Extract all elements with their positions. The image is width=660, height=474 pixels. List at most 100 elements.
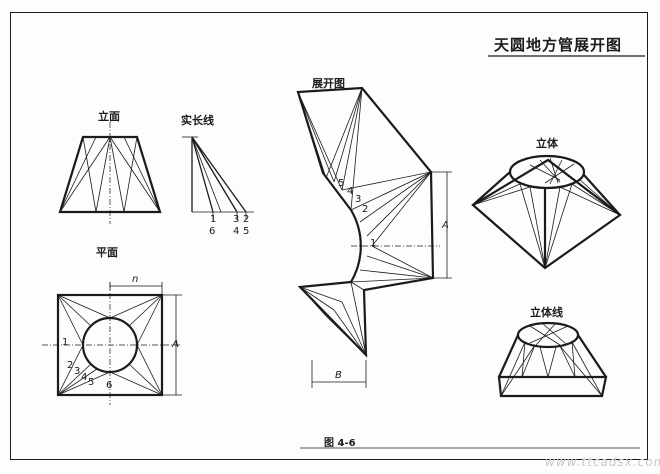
development-line xyxy=(299,286,335,311)
solid-line xyxy=(571,183,621,216)
plan-line xyxy=(57,344,84,396)
solid-lines-line xyxy=(500,344,536,397)
solid-lines-base xyxy=(497,375,608,398)
solid-lines-edge xyxy=(577,334,607,378)
solid-inner-line xyxy=(549,159,563,185)
development-line xyxy=(325,87,363,179)
plan-line xyxy=(57,294,111,319)
true-length-number: 5 xyxy=(243,226,250,237)
solid-lines-line xyxy=(571,341,603,397)
true-length-view xyxy=(182,136,254,220)
plan-line xyxy=(57,294,92,327)
solid-lines-line xyxy=(547,346,557,378)
development-outline xyxy=(296,86,435,358)
true-length-number: 6 xyxy=(209,226,216,237)
true-length-number: 4 xyxy=(233,226,240,237)
solid-line xyxy=(544,186,561,269)
plan-number: 5 xyxy=(88,377,95,388)
elevation-view xyxy=(58,122,162,224)
elevation-line xyxy=(109,136,161,213)
plan-line xyxy=(128,363,163,396)
development-line xyxy=(359,269,434,279)
development-line xyxy=(341,301,367,356)
elevation-line xyxy=(109,136,125,213)
solid-lines-line xyxy=(500,341,526,397)
solid-line xyxy=(559,186,621,216)
elevation-line xyxy=(123,136,161,213)
true-length-line xyxy=(191,136,214,213)
plan-number: 6 xyxy=(106,380,113,391)
solid-edge xyxy=(583,174,621,216)
development-number: 3 xyxy=(355,194,362,205)
solid-lines-line xyxy=(571,341,576,378)
development-line xyxy=(297,91,335,183)
development-dimension-b: B xyxy=(335,370,342,381)
development-inner-arc xyxy=(350,209,362,283)
true-length-number: 2 xyxy=(243,214,250,225)
development-line xyxy=(325,315,367,356)
true-length-line xyxy=(191,136,247,213)
solid-lines-inner xyxy=(541,322,567,345)
elevation-line xyxy=(59,136,97,213)
development-line xyxy=(297,91,343,191)
drawing-title: 天圆地方管展开图 xyxy=(494,36,623,54)
solid-lines-line xyxy=(539,346,549,378)
solid-view xyxy=(471,154,622,270)
development-line xyxy=(350,277,434,283)
solid-lines-inner xyxy=(529,325,569,344)
development-line xyxy=(359,171,432,223)
solid-lines-line xyxy=(559,345,603,397)
solid-lines-edge xyxy=(497,334,520,378)
solid-lines-line xyxy=(521,344,536,378)
plan-dimension-n: n xyxy=(132,274,139,285)
plan-line xyxy=(57,371,111,396)
solid-inner-line xyxy=(549,157,559,184)
plan-number: 1 xyxy=(62,337,69,348)
development-label: 展开图 xyxy=(312,77,345,90)
development-number: 1 xyxy=(370,238,377,249)
solid-inner-line xyxy=(529,164,561,181)
plan-number: 3 xyxy=(74,366,81,377)
development-line xyxy=(333,87,363,183)
plan-line xyxy=(109,294,163,319)
development-line xyxy=(366,171,432,237)
solid-base-outline xyxy=(471,158,622,270)
solid-line xyxy=(579,179,621,216)
solid-line xyxy=(472,179,516,206)
development-line xyxy=(333,309,367,356)
plan-line xyxy=(57,294,84,346)
development-line xyxy=(350,87,363,211)
solid-lines-label: 立体线 xyxy=(530,306,563,319)
development-line xyxy=(371,245,434,279)
elevation-line xyxy=(59,136,111,213)
development-dimension-a: A xyxy=(442,220,449,231)
development-line xyxy=(366,255,434,279)
solid-lines-line xyxy=(521,341,526,378)
solid-line xyxy=(544,183,573,269)
development-line xyxy=(299,286,343,303)
solid-inner-line xyxy=(544,163,575,184)
solid-lines-view xyxy=(497,321,608,398)
development-line xyxy=(341,171,432,191)
plan-label: 平面 xyxy=(96,246,118,259)
plan-line xyxy=(136,294,163,346)
plan-line xyxy=(136,344,163,396)
development-line xyxy=(299,286,327,317)
plan-view xyxy=(42,282,182,405)
true-length-label: 实长线 xyxy=(181,114,214,127)
development-view xyxy=(296,86,452,388)
true-length-line xyxy=(191,136,238,213)
figure-caption: 图 4-6 xyxy=(324,438,356,449)
elevation-line xyxy=(95,136,111,213)
development-number: 4 xyxy=(347,186,354,197)
elevation-line xyxy=(82,136,97,213)
development-line xyxy=(350,171,432,211)
solid-edge xyxy=(472,171,511,206)
plan-line xyxy=(57,363,92,396)
development-number: 2 xyxy=(362,204,369,215)
elevation-label: 立面 xyxy=(98,110,120,123)
solid-line xyxy=(529,186,546,269)
development-line xyxy=(371,171,432,247)
development-line xyxy=(350,281,367,356)
